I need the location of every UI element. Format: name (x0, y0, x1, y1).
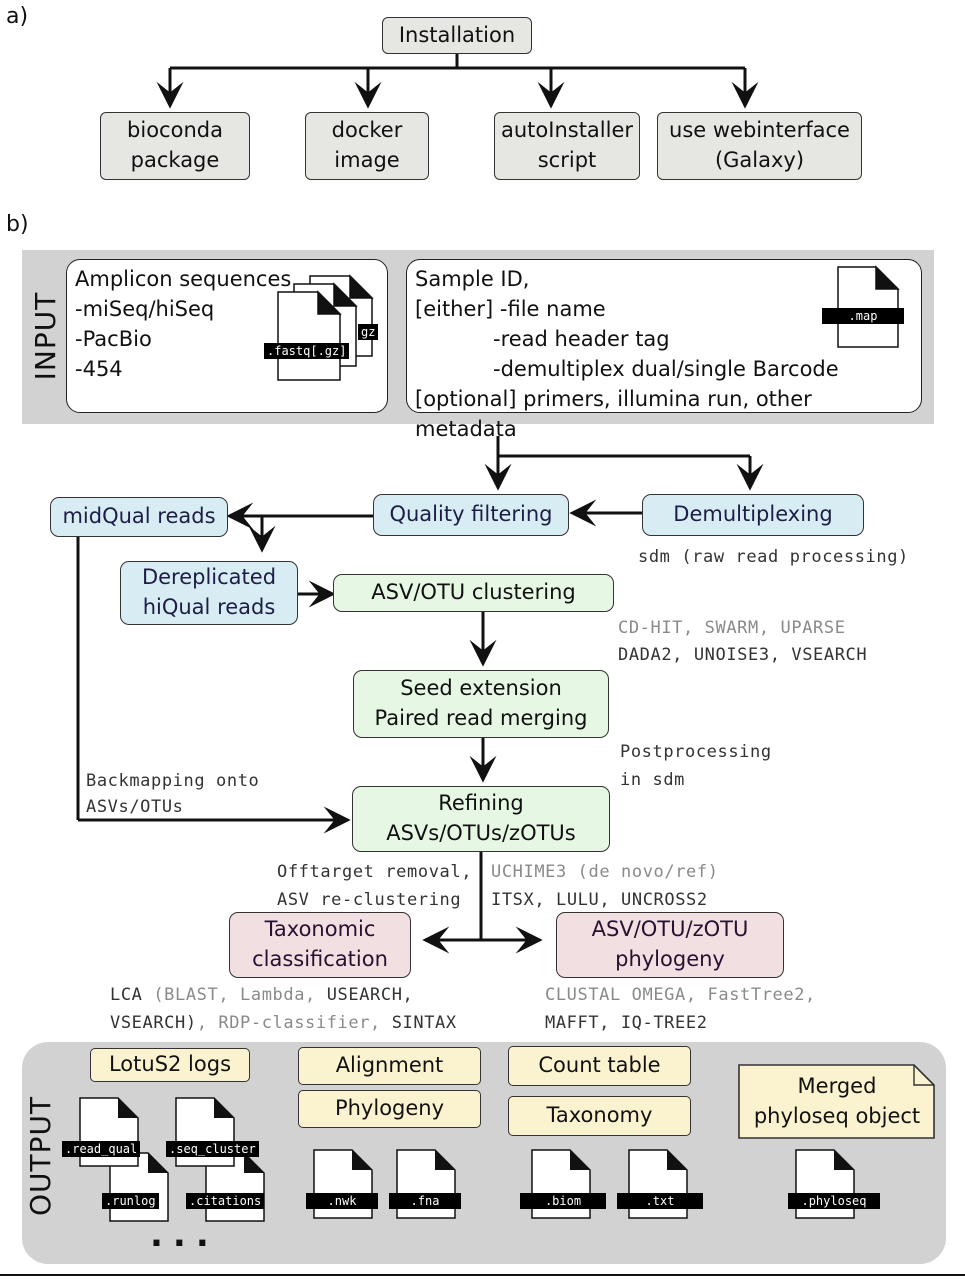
sample-line: [optional] primers, illumina run, other … (415, 387, 812, 441)
demultiplexing-box: Demultiplexing (642, 494, 864, 536)
installation-label: Installation (398, 22, 516, 47)
file-tag-read-qual: .read_qual (62, 1141, 141, 1157)
lotus-logs-box: LotuS2 logs (90, 1048, 250, 1082)
clustering-box: ASV/OTU clustering (333, 574, 614, 612)
cluster-tools-grey: CD-HIT, SWARM, UPARSE (618, 618, 846, 638)
file-tag-phyloseq: .phyloseq (788, 1193, 880, 1209)
sample-line: -read header tag (493, 327, 670, 351)
amplicon-title: Amplicon sequences (75, 267, 292, 291)
file-tag-gz: gz (358, 324, 379, 340)
amplicon-item: -PacBio (75, 327, 152, 351)
part-a-label: a) (6, 4, 29, 29)
file-tag-nwk: .nwk (306, 1193, 378, 1209)
file-tag-runlog: .runlog (102, 1193, 159, 1209)
amplicon-item: -454 (75, 357, 123, 381)
sdm-note: sdm (raw read processing) (638, 547, 909, 567)
cluster-tools-black: DADA2, UNOISE3, VSEARCH (618, 645, 868, 665)
bottom-rule (0, 1274, 965, 1276)
amplicon-item: -miSeq/hiSeq (75, 297, 215, 321)
taxonomy-tools: LCA (BLAST, Lambda, USEARCH, VSEARCH), R… (110, 985, 457, 1033)
file-tag-citations: .citations (186, 1193, 265, 1209)
sample-line: -demultiplex dual/single Barcode (493, 357, 839, 381)
phylogeny-output-box: Phylogeny (298, 1090, 481, 1128)
taxonomy-output-box: Taxonomy (508, 1096, 691, 1136)
amplicon-box: Amplicon sequences -miSeq/hiSeq -PacBio … (66, 259, 388, 413)
phylogeny-tools: CLUSTAL OMEGA, FastTree2, MAFFT, IQ-TREE… (545, 985, 816, 1033)
sample-box: Sample ID, [either] -file name -read hea… (406, 259, 922, 441)
file-tag-map: .map (822, 308, 904, 324)
file-tag-biom: .biom (520, 1193, 606, 1209)
postprocessing-note: Postprocessing in sdm (620, 742, 772, 790)
file-tag-fastq: .fastq[.gz] (264, 343, 350, 359)
quality-filtering-box: Quality filtering (373, 494, 569, 536)
installation-box: Installation (382, 17, 532, 54)
sample-line: [either] -file name (415, 297, 606, 321)
more-files-ellipsis: ... (150, 1215, 219, 1255)
chimera-tools: UCHIME3 (de novo/ref) ITSX, LULU, UNCROS… (491, 862, 719, 910)
midqual-reads-box: midQual reads (50, 497, 228, 537)
count-table-box: Count table (508, 1046, 691, 1086)
sample-line: Sample ID, (415, 267, 530, 291)
alignment-box: Alignment (298, 1047, 481, 1085)
merged-box-shape (738, 1064, 935, 1139)
install-option-galaxy: use webinterface(Galaxy) (657, 112, 862, 180)
file-tag-txt: .txt (617, 1193, 703, 1209)
part-b-label: b) (6, 212, 29, 237)
file-tag-fna: .fna (389, 1193, 461, 1209)
file-tag-seq-cluster: .seq_cluster (166, 1141, 259, 1157)
backmapping-note: Backmapping onto ASVs/OTUs (86, 771, 260, 817)
offtarget-note: Offtarget removal, ASV re-clustering (277, 862, 473, 910)
